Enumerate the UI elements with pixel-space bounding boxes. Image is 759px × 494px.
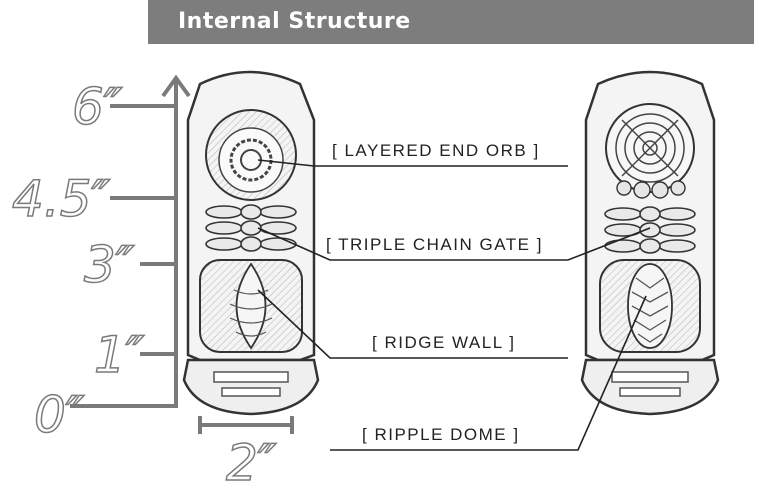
height-label-1: 1″	[94, 326, 145, 384]
callout-triple-chain-gate: [ TRIPLE CHAIN GATE ]	[326, 235, 543, 254]
section-title: Internal Structure	[178, 9, 411, 34]
callout-layered-end-orb: [ LAYERED END ORB ]	[332, 141, 540, 160]
height-ruler	[70, 74, 191, 408]
left-sleeve-cutaway	[182, 70, 320, 416]
callout-ridge-wall: [ RIDGE WALL ]	[372, 333, 516, 352]
height-label-0: 0″	[34, 386, 85, 444]
width-label: 2″	[226, 434, 277, 492]
height-label-4-5: 4.5″	[12, 170, 111, 228]
width-ruler	[198, 416, 294, 434]
right-sleeve-cutaway	[580, 70, 720, 416]
height-label-6: 6″	[72, 78, 123, 136]
leader-lines	[257, 159, 651, 451]
height-label-3: 3″	[84, 236, 135, 294]
callout-ripple-dome: [ RIPPLE DOME ]	[362, 425, 520, 444]
section-header: Internal Structure	[148, 0, 754, 44]
